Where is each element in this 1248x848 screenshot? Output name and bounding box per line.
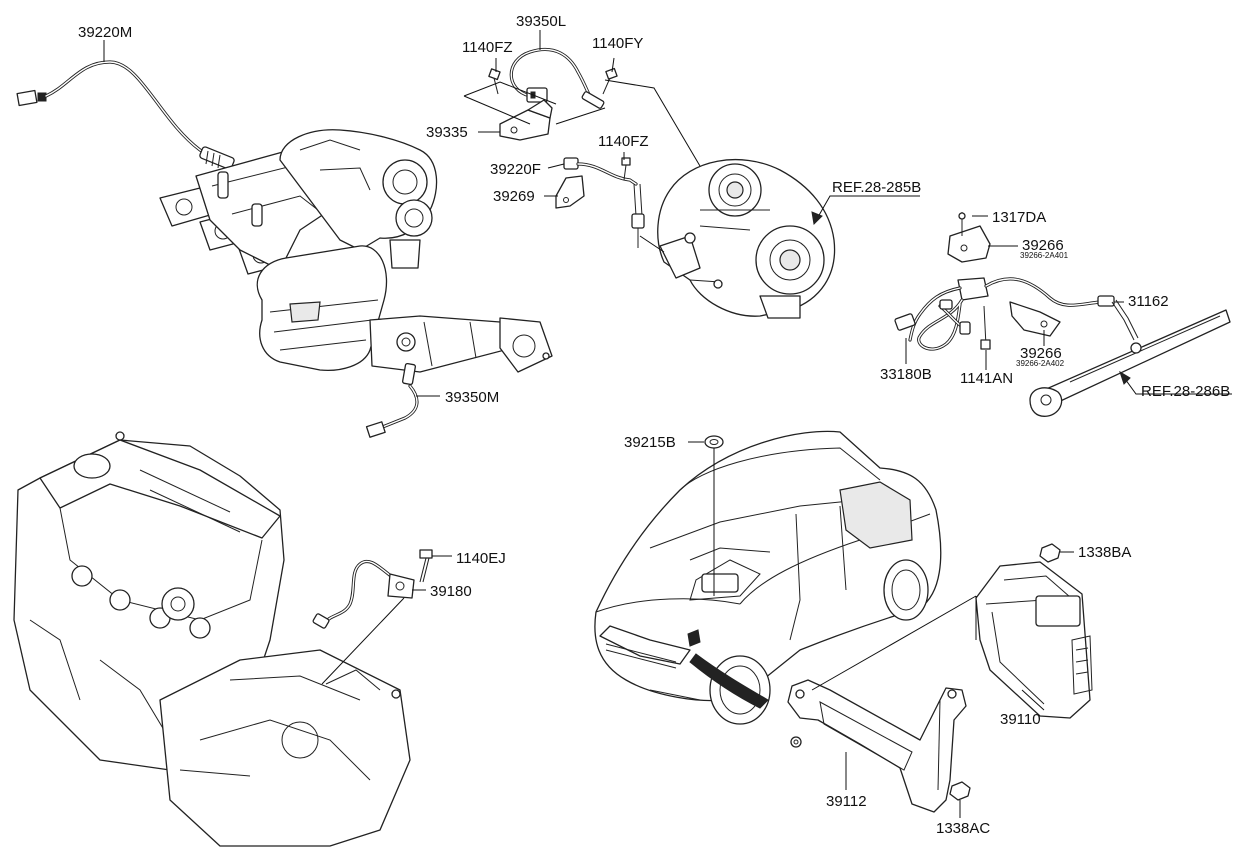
label-ref-28-286B: REF.28-286B [1141, 383, 1231, 400]
sensor-module-harness [894, 277, 1102, 351]
oxygen-sensor-39350M [365, 362, 419, 438]
label-33180B: 33180B [880, 366, 932, 383]
turbocharger [657, 158, 836, 319]
temp-sensor-39220F [563, 157, 645, 248]
label-39215B: 39215B [624, 434, 676, 451]
label-39266-lower: 39266 [1020, 345, 1062, 362]
label-39266-2A401: 39266-2A401 [1020, 251, 1069, 260]
label-1140FZ-upper: 1140FZ [462, 39, 513, 56]
label-39335: 39335 [426, 124, 468, 141]
label-39266-upper: 39266 [1022, 237, 1064, 254]
label-31162: 31162 [1128, 293, 1169, 310]
label-1140FY: 1140FY [592, 35, 644, 52]
sensor-bracket-39269 [555, 175, 585, 209]
exhaust-pipe-ref-28-286B [1029, 309, 1231, 417]
bolt-1140FZ-lower [621, 157, 631, 181]
nut-1338BA [1039, 543, 1061, 563]
nut-1338AC [949, 781, 971, 801]
bracket-39266-lower [1009, 301, 1061, 337]
exhaust-temp-sensor-31162 [1097, 295, 1139, 341]
label-1338AC: 1338AC [936, 820, 991, 837]
vehicle-mpv [594, 430, 942, 725]
sensor-bracket-39335 [499, 99, 553, 141]
ecu-bracket-39112 [787, 679, 967, 813]
label-39350M: 39350M [445, 389, 500, 406]
knock-sensor-39180 [312, 559, 415, 629]
label-1141AN: 1141AN [960, 370, 1014, 387]
label-39266-2A402: 39266-2A402 [1016, 359, 1065, 368]
label-39110: 39110 [1000, 711, 1041, 728]
label-39269: 39269 [493, 188, 535, 205]
bracket-39266-upper [947, 212, 991, 263]
label-1317DA: 1317DA [992, 209, 1047, 226]
bolt-1140FY [602, 67, 618, 95]
label-ref-28-285B: REF.28-285B [832, 179, 922, 196]
label-1140EJ: 1140EJ [456, 550, 506, 567]
oxygen-sensor-39220M [16, 60, 235, 170]
label-39350L: 39350L [516, 13, 567, 30]
label-39220F: 39220F [490, 161, 541, 178]
ecu-39110 [975, 561, 1093, 719]
label-39112: 39112 [826, 793, 867, 810]
label-1140FZ-lower: 1140FZ [598, 133, 649, 150]
grommet-39215B [704, 435, 724, 449]
exhaust-manifold-assembly [159, 129, 553, 373]
bolt-1140FZ-upper [488, 68, 501, 95]
oxygen-sensor-39350L [509, 47, 605, 109]
label-39180: 39180 [430, 583, 472, 600]
label-39220M: 39220M [78, 24, 133, 41]
bolt-1140EJ [419, 549, 433, 583]
label-1338BA: 1338BA [1078, 544, 1132, 561]
engine-block [13, 431, 411, 847]
